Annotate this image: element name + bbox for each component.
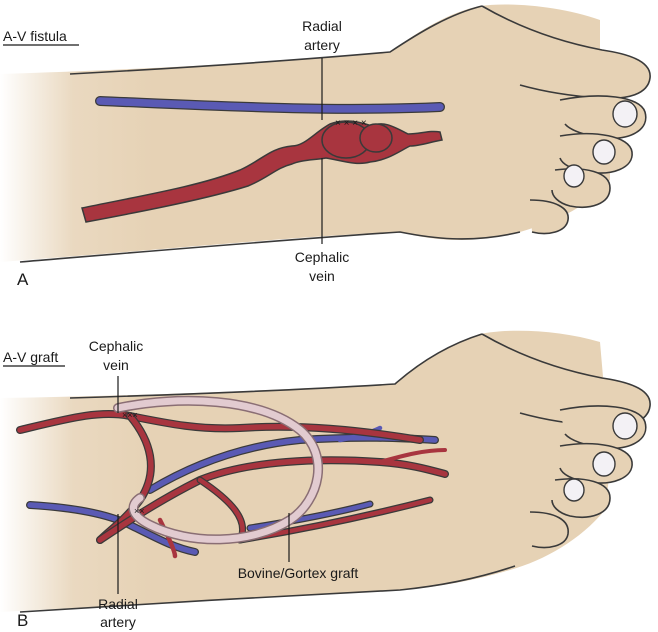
fingernail (612, 412, 638, 440)
label-cephalic-a-line2: vein (309, 268, 335, 284)
forearm-a-top-outline (69, 5, 483, 75)
panel-b-title: A-V graft (3, 349, 58, 365)
fingernails-b (563, 412, 638, 502)
fingernail (563, 164, 585, 188)
panel-b: ××× ×× A-V graft Cephalic vein Radial ar… (0, 330, 651, 630)
panel-b-letter: B (17, 611, 28, 630)
label-radial-a-line1: Radial (302, 18, 342, 34)
forearm-b-top-outline (69, 333, 483, 399)
suture-marks-a: × × × × (335, 118, 367, 129)
suture-marks-b-bottom: ×× (134, 506, 145, 516)
arteries-b (16, 410, 449, 559)
panel-a-letter: A (17, 270, 29, 289)
label-radial-a-line2: artery (304, 37, 340, 53)
panel-a-title: A-V fistula (3, 28, 67, 44)
label-cephalic-b-line1: Cephalic (89, 338, 143, 354)
label-cephalic-a-line1: Cephalic (295, 249, 349, 265)
panel-a: × × × × A-V fistula Radial artery Cephal… (0, 4, 651, 289)
label-radial-b-line1: Radial (98, 596, 138, 612)
label-graft-b: Bovine/Gortex graft (238, 565, 359, 581)
label-cephalic-b-line2: vein (103, 357, 129, 373)
fingernail (592, 451, 616, 477)
forearm-a-bottom-outline (19, 231, 521, 263)
fingernail (592, 139, 616, 165)
bovine-gortex-graft (113, 395, 324, 545)
fingernails-a (563, 100, 638, 188)
arterialized-vein-a (81, 120, 443, 223)
thumb-a (481, 5, 651, 100)
label-radial-b-line2: artery (100, 614, 136, 630)
fingernail (563, 478, 585, 502)
fingernail (612, 100, 638, 128)
suture-marks-b-top: ××× (122, 410, 138, 420)
forearm-b-bottom-outline (19, 565, 516, 613)
